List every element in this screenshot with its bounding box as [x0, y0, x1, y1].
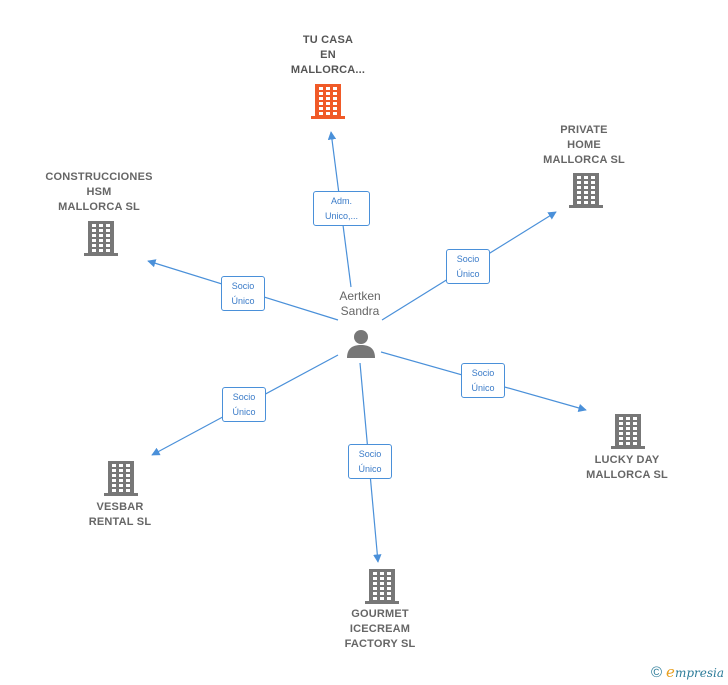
relation-line: Unico,...: [324, 211, 358, 221]
company-line: MALLORCA SL: [586, 469, 668, 481]
footer-branding: © empresia: [651, 663, 724, 681]
company-line: ICECREAM: [349, 623, 411, 635]
relation-line: Socio: [232, 392, 256, 402]
relation-line: Socio: [231, 281, 255, 291]
relation-line: Adm.: [330, 196, 352, 206]
relation-line: Único: [231, 296, 255, 306]
company-label-gourmet[interactable]: GOURMET ICECREAM FACTORY SL: [320, 607, 440, 652]
building-icon[interactable]: [611, 413, 645, 449]
company-line: HSM: [86, 186, 112, 198]
copyright-icon: ©: [650, 663, 663, 681]
building-icon[interactable]: [104, 460, 138, 496]
relation-label[interactable]: Socio Único: [348, 444, 392, 479]
building-icon[interactable]: [569, 172, 603, 208]
relation-line: Único: [471, 383, 495, 393]
relation-line: Socio: [456, 254, 480, 264]
relation-label[interactable]: Socio Único: [461, 363, 505, 398]
relation-line: Único: [358, 464, 382, 474]
relation-label[interactable]: Socio Único: [221, 276, 265, 311]
relation-line: Socio: [471, 368, 495, 378]
relation-label[interactable]: Socio Único: [222, 387, 266, 422]
relation-line: Único: [456, 269, 480, 279]
relation-label[interactable]: Adm. Unico,...: [313, 191, 370, 226]
relation-label[interactable]: Socio Único: [446, 249, 490, 284]
company-line: TU CASA: [302, 34, 354, 46]
company-line: MALLORCA...: [290, 64, 366, 76]
person-name-line1: Aertken: [339, 289, 381, 303]
company-line: MALLORCA SL: [543, 154, 625, 166]
company-line: RENTAL SL: [88, 516, 152, 528]
company-label-vesbar[interactable]: VESBAR RENTAL SL: [60, 500, 180, 530]
building-icon[interactable]: [84, 220, 118, 256]
company-line: PRIVATE: [560, 124, 608, 136]
building-icon[interactable]: [311, 83, 345, 119]
relation-line: Único: [232, 407, 256, 417]
company-line: CONSTRUCCIONES: [45, 171, 153, 183]
company-line: GOURMET: [351, 608, 409, 620]
relation-line: Socio: [358, 449, 382, 459]
company-line: VESBAR: [96, 501, 144, 513]
company-label-tu-casa[interactable]: TU CASA EN MALLORCA...: [268, 33, 388, 78]
person-name[interactable]: Aertken Sandra: [322, 289, 398, 319]
company-label-construcciones[interactable]: CONSTRUCCIONES HSM MALLORCA SL: [34, 170, 164, 215]
company-line: FACTORY SL: [344, 638, 416, 650]
company-label-lucky-day[interactable]: LUCKY DAY MALLORCA SL: [567, 453, 687, 483]
company-label-private-home[interactable]: PRIVATE HOME MALLORCA SL: [524, 123, 644, 168]
person-icon[interactable]: [346, 328, 376, 358]
company-line: MALLORCA SL: [58, 201, 140, 213]
company-line: HOME: [567, 139, 601, 151]
building-icon[interactable]: [365, 568, 399, 604]
brand-logo[interactable]: empresia: [666, 663, 724, 681]
person-name-line2: Sandra: [340, 304, 380, 318]
company-line: EN: [320, 49, 336, 61]
company-line: LUCKY DAY: [594, 454, 660, 466]
